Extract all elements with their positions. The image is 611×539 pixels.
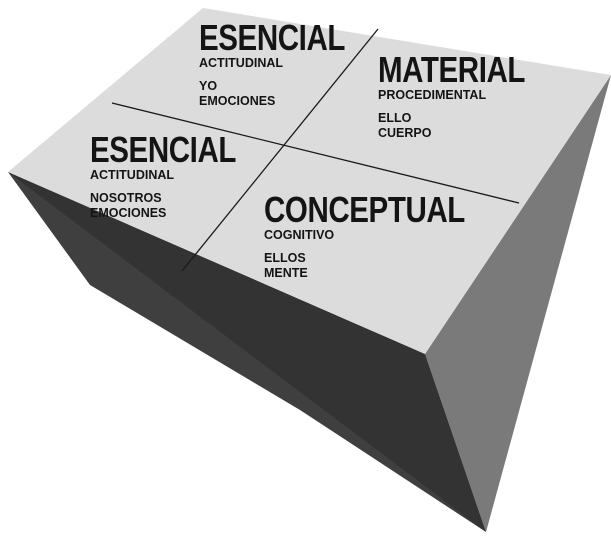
quadrant-items: NOSOTROS EMOCIONES bbox=[90, 191, 268, 221]
quadrant-item: NOSOTROS bbox=[90, 191, 162, 205]
quadrant-items: ELLO CUERPO bbox=[378, 111, 557, 141]
divider-horizontal bbox=[111, 102, 520, 204]
quadrant-subtitle: PROCEDIMENTAL bbox=[378, 88, 487, 102]
quadrant-title: ESENCIAL bbox=[199, 17, 345, 58]
quadrant-item: MENTE bbox=[264, 266, 308, 280]
quadrant-bottom-right: CONCEPTUAL COGNITIVO ELLOS MENTE bbox=[264, 189, 509, 281]
quadrant-items: YO EMOCIONES bbox=[199, 79, 377, 109]
quadrant-title: CONCEPTUAL bbox=[264, 189, 465, 230]
quadrant-title: ESENCIAL bbox=[90, 129, 236, 170]
quadrant-top-right: MATERIAL PROCEDIMENTAL ELLO CUERPO bbox=[378, 49, 557, 141]
pyramid-right-face bbox=[425, 75, 611, 532]
quadrant-top-left: ESENCIAL ACTITUDINAL YO EMOCIONES bbox=[199, 17, 377, 109]
quadrant-title: MATERIAL bbox=[378, 49, 526, 90]
quadrant-item: CUERPO bbox=[378, 126, 432, 140]
pyramid-top-face bbox=[8, 8, 611, 354]
quadrant-item: EMOCIONES bbox=[90, 206, 167, 220]
quadrant-items: ELLOS MENTE bbox=[264, 251, 509, 281]
divider-vertical bbox=[181, 28, 379, 272]
quadrant-item: ELLO bbox=[378, 111, 412, 125]
quadrant-subtitle: ACTITUDINAL bbox=[90, 168, 175, 182]
quadrant-item: EMOCIONES bbox=[199, 94, 276, 108]
pyramid-front-face bbox=[8, 172, 486, 532]
quadrant-bottom-left: ESENCIAL ACTITUDINAL NOSOTROS EMOCIONES bbox=[90, 129, 268, 221]
quadrant-item: YO bbox=[199, 79, 218, 93]
quadrant-subtitle: COGNITIVO bbox=[264, 228, 335, 242]
quadrant-subtitle: ACTITUDINAL bbox=[199, 56, 284, 70]
quadrant-item: ELLOS bbox=[264, 251, 306, 265]
